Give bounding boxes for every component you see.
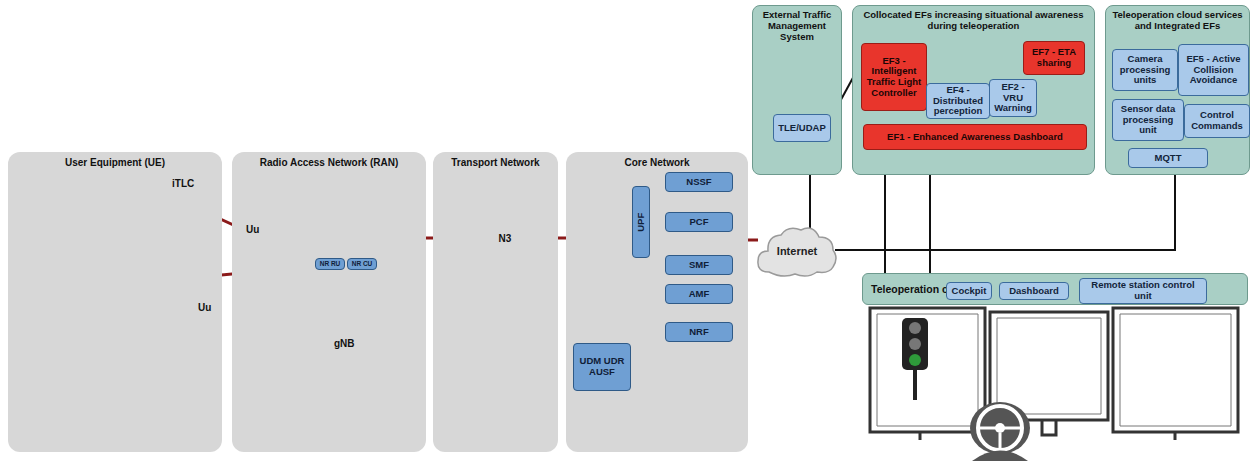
node-label: TLE/UDAP [776,122,828,135]
node-label: NRF [687,326,711,339]
node-label: SMF [687,259,711,272]
nf-box: PCF [665,212,733,232]
teleop-bar: Teleoperation centerCockpitDashboardRemo… [862,273,1248,305]
node-label: NR RU [320,260,341,267]
nf-box: AMF [665,284,733,304]
ef-box: EF2 - VRU Warning [989,79,1037,117]
node-label: UPF [635,211,648,234]
process-box: Sensor data processing unit [1112,99,1184,141]
ef-box: EF7 - ETA sharing [1023,41,1085,75]
node-label: Dashboard [1007,285,1061,298]
node-label: EF4 - Distributed perception [927,84,989,118]
node-label: AMF [687,288,712,301]
ef-box: EF4 - Distributed perception [926,83,990,119]
process-box: Dashboard [999,282,1069,300]
node-label: Internet [777,245,817,257]
node-label: Remote station control unit [1080,279,1206,302]
network-link [809,175,811,230]
station-label: gNB [334,338,355,349]
process-box: Control Commands [1184,104,1250,138]
nf-box: UDM UDR AUSF [573,343,631,391]
ef-box: EF5 - Active Collision Avoidance [1178,44,1249,96]
network-link [835,250,930,273]
node-label: UDM UDR AUSF [574,355,630,378]
radio-unit: NR RU [315,258,345,270]
ef-panel: Collocated EFs increasing situational aw… [852,5,1095,175]
nf-box: NRF [665,322,733,342]
transport-panel: Transport Network [433,152,558,452]
interface-label: Uu [196,302,213,313]
external-panel: External Traffic Management SystemTLE/UD… [752,5,842,175]
node-label: Sensor data processing unit [1113,103,1183,137]
ef-box: EF1 - Enhanced Awareness Dashboard [863,124,1087,150]
node-label: Control Commands [1185,109,1249,132]
network-link [835,175,885,250]
node-label: Camera processing units [1113,53,1177,87]
interface-label: N3 [497,233,514,244]
node-label: PCF [688,216,711,229]
process-box: Camera processing units [1112,49,1178,91]
node-label: EF5 - Active Collision Avoidance [1179,53,1248,87]
core-panel: Core NetworkUPF NSSF PCF SMF AMF UDM UDR AUSF… [566,152,748,452]
process-box: TLE/UDAP [773,114,831,142]
panel-heading: Core Network [566,152,748,169]
upf-box: UPF [632,186,650,258]
node-label: MQTT [1153,152,1184,165]
panel-heading: Transport Network [433,152,558,169]
node-label: EF3 - Intelligent Traffic Light Controll… [862,55,926,100]
node-label: NSSF [684,176,713,189]
node-label: NR CU [352,260,373,267]
interface-label: Uu [244,224,261,235]
panel-heading: Teleoperation cloud services and Integra… [1106,6,1249,32]
panel-heading: Radio Access Network (RAN) [232,152,426,169]
ue-panel: User Equipment (UE) [8,152,222,452]
nf-box: NSSF [665,172,733,192]
process-box: MQTT [1128,148,1208,168]
node-label: EF1 - Enhanced Awareness Dashboard [885,131,1065,144]
ran-panel: Radio Access Network (RAN) NR RU NR CU [232,152,426,452]
process-box: Cockpit [946,282,992,300]
node-label: EF2 - VRU Warning [990,81,1036,115]
node-label: Cockpit [950,285,989,298]
panel-heading: Collocated EFs increasing situational aw… [853,6,1094,32]
internet-cloud: Internet [755,222,839,280]
ef-box: EF3 - Intelligent Traffic Light Controll… [861,43,927,111]
device-label: iTLC [172,178,194,189]
node-label: EF7 - ETA sharing [1024,46,1084,69]
panel-heading: External Traffic Management System [753,6,841,43]
cloud-panel: Teleoperation cloud services and Integra… [1105,5,1250,175]
bus-line [885,175,930,273]
monitors [870,308,1238,461]
nf-box: SMF [665,255,733,275]
central-unit: NR CU [347,258,377,270]
process-box: Remote station control unit [1079,278,1207,304]
network-link [835,175,1175,250]
panel-heading: User Equipment (UE) [8,152,222,169]
